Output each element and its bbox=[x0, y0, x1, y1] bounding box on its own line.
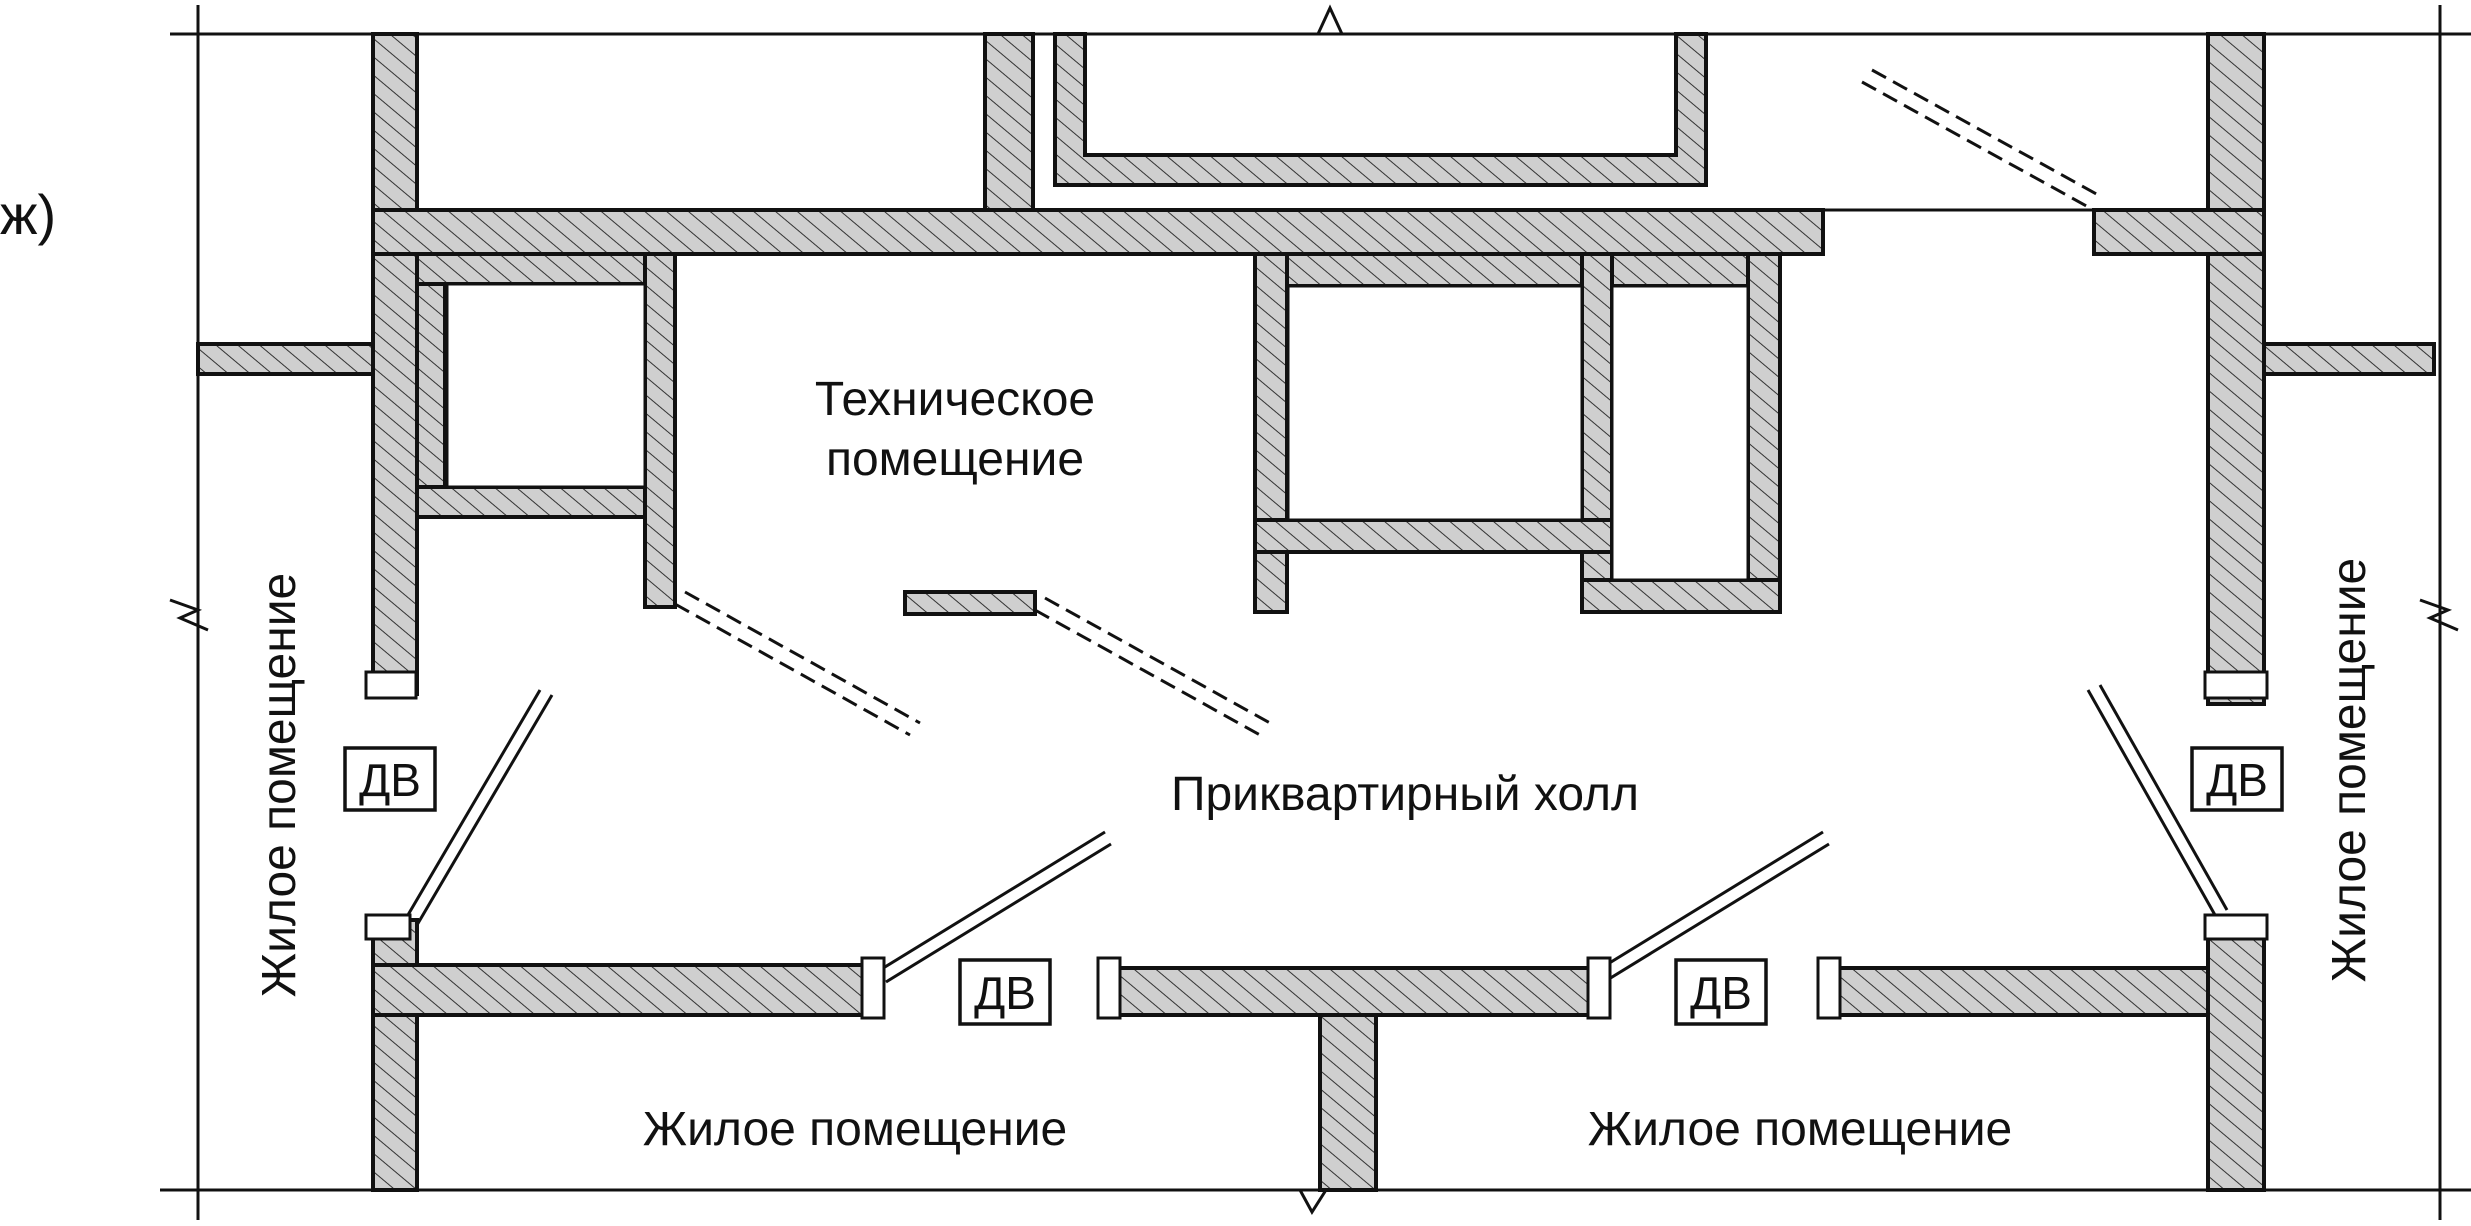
door-tag-right-text: ДВ bbox=[2206, 754, 2268, 806]
door-tag-bottom-right-text: ДВ bbox=[1690, 967, 1752, 1019]
door-tag-bottom-right: ДВ bbox=[1674, 958, 1768, 1026]
doors bbox=[364, 68, 2269, 1020]
door-tag-left: ДВ bbox=[343, 746, 437, 812]
central-wall-piece bbox=[903, 590, 1037, 616]
boundary-lines bbox=[160, 4, 2471, 1220]
room-label-hall: Приквартирный холл bbox=[1171, 768, 1639, 821]
room-label-living-bottom-left: Жилое помещение bbox=[643, 1103, 1067, 1156]
left-technical-block bbox=[415, 252, 677, 609]
door-tag-left-text: ДВ bbox=[359, 754, 421, 806]
top-walls bbox=[371, 32, 2266, 706]
door-tag-bottom-left: ДВ bbox=[958, 958, 1052, 1026]
room-label-living-right: Жилое помещение bbox=[2323, 558, 2376, 982]
room-label-technical: Техническое bbox=[815, 373, 1095, 426]
door-tag-bottom-left-text: ДВ bbox=[974, 967, 1036, 1019]
door-tag-right: ДВ bbox=[2190, 746, 2284, 812]
figure-part-label: ж) bbox=[0, 183, 56, 246]
room-label-technical-line2: помещение bbox=[826, 433, 1084, 486]
room-label-living-left: Жилое помещение bbox=[253, 573, 306, 997]
right-technical-block bbox=[1253, 252, 1782, 614]
room-label-living-bottom-right: Жилое помещение bbox=[1588, 1103, 2012, 1156]
lower-walls bbox=[371, 918, 2266, 1192]
